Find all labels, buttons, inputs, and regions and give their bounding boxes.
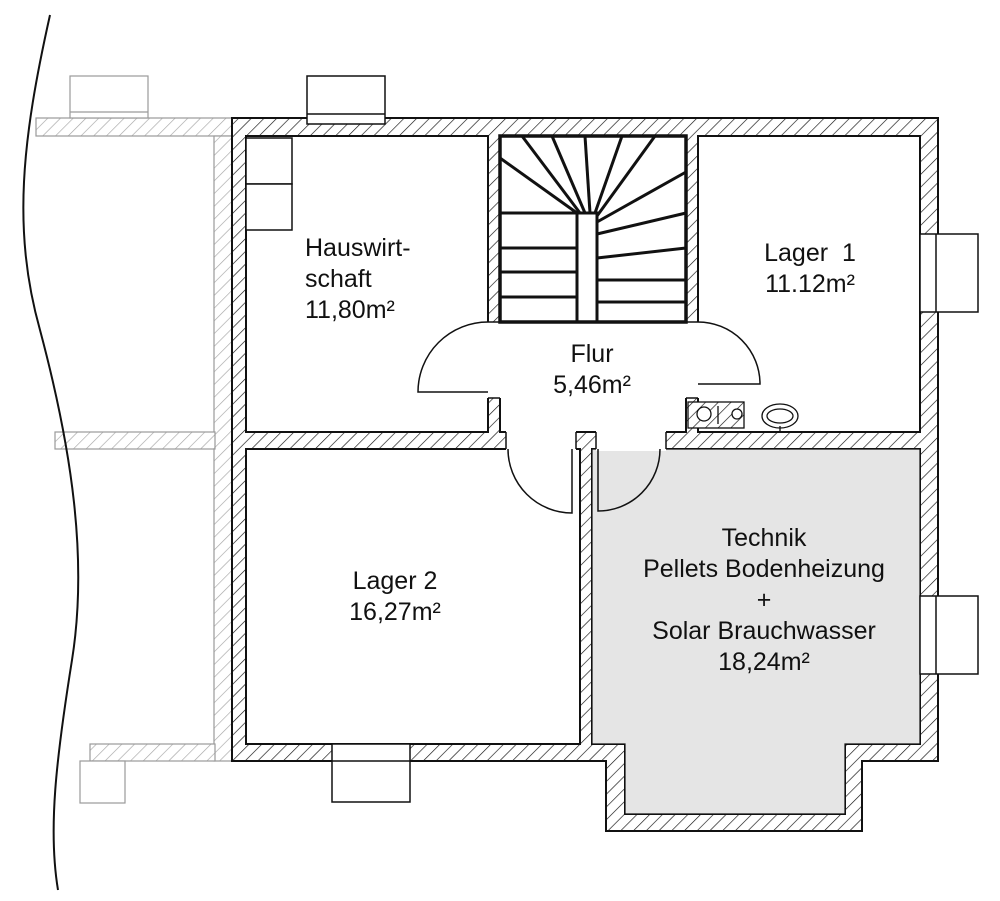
windows <box>306 75 979 803</box>
window-lager1 <box>919 233 979 313</box>
room-name-line: Technik <box>721 524 807 552</box>
room-area: 11,80m² <box>305 296 395 324</box>
outer-walls <box>231 117 939 832</box>
neighbor-window <box>79 760 126 804</box>
room-label-technik: Technik Pellets Bodenheizung + Solar Bra… <box>612 523 916 678</box>
room-label-hauswirtschaft: Hauswirt- schaft 11,80m² <box>305 233 411 326</box>
room-area: 5,46m² <box>553 371 631 399</box>
room-area: 18,24m² <box>718 648 810 676</box>
neighbor-window <box>69 75 149 119</box>
window-technik <box>919 595 979 675</box>
staircase <box>498 134 688 324</box>
door-swings <box>417 321 761 514</box>
washing-machines <box>245 137 293 231</box>
room-area: 11.12m² <box>765 270 855 298</box>
room-label-lager1: Lager 1 11.12m² <box>730 238 890 300</box>
room-name: Lager 2 <box>352 567 438 595</box>
section-break-line <box>22 14 80 891</box>
room-name-line: Hauswirt- <box>305 234 411 262</box>
window-hauswirtschaft <box>306 75 386 125</box>
room-name-line: Pellets Bodenheizung <box>643 555 885 583</box>
room-name-line: Solar Brauchwasser <box>652 617 876 645</box>
utility-installations <box>687 401 799 432</box>
room-label-lager2: Lager 2 16,27m² <box>310 566 480 628</box>
window-lager2 <box>331 743 411 803</box>
room-label-flur: Flur 5,46m² <box>520 339 664 401</box>
room-name-line: schaft <box>305 265 372 293</box>
room-name: Flur <box>570 340 614 368</box>
technik-room-fill <box>591 448 921 815</box>
door-openings <box>486 322 700 451</box>
room-name: Lager 1 <box>764 239 856 267</box>
room-area: 16,27m² <box>349 598 441 626</box>
room-name-line: + <box>756 586 772 614</box>
